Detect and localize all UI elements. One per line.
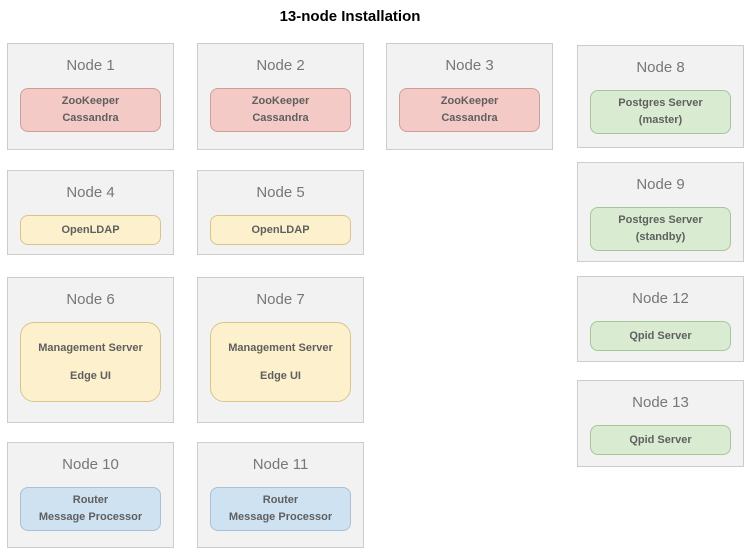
node-6: Node 6 Management Server Edge UI [7, 277, 174, 423]
node-13-services: Qpid Server [590, 425, 731, 455]
node-12-title: Node 12 [632, 290, 689, 307]
service-label: Qpid Server [629, 329, 692, 342]
diagram-title: 13-node Installation [279, 8, 421, 25]
node-8-title: Node 8 [636, 59, 685, 76]
node-9-services: Postgres Server (standby) [590, 207, 731, 251]
service-label: OpenLDAP [251, 223, 310, 236]
node-9-title: Node 9 [636, 176, 685, 193]
service-label: Qpid Server [629, 433, 692, 446]
service-label: ZooKeeper [61, 95, 120, 107]
service-label: Edge UI [70, 370, 111, 382]
node-10-title: Node 10 [62, 456, 119, 473]
node-3-services: ZooKeeper Cassandra [399, 88, 540, 132]
node-2: Node 2 ZooKeeper Cassandra [197, 43, 364, 150]
service-label: Message Processor [228, 511, 333, 523]
node-1-title: Node 1 [66, 57, 115, 74]
node-4-services: OpenLDAP [20, 215, 161, 245]
service-label: Router [72, 494, 109, 506]
node-10-services: Router Message Processor [20, 487, 161, 531]
node-2-services: ZooKeeper Cassandra [210, 88, 351, 132]
node-7-services: Management Server Edge UI [210, 322, 351, 402]
service-label: ZooKeeper [251, 95, 310, 107]
node-1-services: ZooKeeper Cassandra [20, 88, 161, 132]
node-7-title: Node 7 [256, 291, 305, 308]
service-label: (standby) [635, 231, 686, 243]
node-11-title: Node 11 [252, 456, 309, 473]
node-6-services: Management Server Edge UI [20, 322, 161, 402]
node-2-title: Node 2 [256, 57, 305, 74]
service-label: Postgres Server [618, 97, 703, 109]
service-label: Postgres Server [618, 214, 703, 226]
service-label: Edge UI [260, 370, 301, 382]
service-label: Cassandra [252, 112, 309, 124]
node-1: Node 1 ZooKeeper Cassandra [7, 43, 174, 150]
node-4: Node 4 OpenLDAP [7, 170, 174, 255]
service-label: Management Server [228, 342, 333, 354]
node-5-services: OpenLDAP [210, 215, 351, 245]
service-label: OpenLDAP [61, 223, 120, 236]
node-8-services: Postgres Server (master) [590, 90, 731, 134]
node-3-title: Node 3 [445, 57, 494, 74]
node-13-title: Node 13 [632, 394, 689, 411]
node-13: Node 13 Qpid Server [577, 380, 744, 467]
node-5: Node 5 OpenLDAP [197, 170, 364, 255]
node-5-title: Node 5 [256, 184, 305, 201]
node-3: Node 3 ZooKeeper Cassandra [386, 43, 553, 150]
service-label: Router [262, 494, 299, 506]
node-10: Node 10 Router Message Processor [7, 442, 174, 548]
node-7: Node 7 Management Server Edge UI [197, 277, 364, 423]
service-label: Cassandra [62, 112, 119, 124]
node-11-services: Router Message Processor [210, 487, 351, 531]
node-12: Node 12 Qpid Server [577, 276, 744, 362]
node-8: Node 8 Postgres Server (master) [577, 45, 744, 148]
node-11: Node 11 Router Message Processor [197, 442, 364, 548]
node-4-title: Node 4 [66, 184, 115, 201]
node-12-services: Qpid Server [590, 321, 731, 351]
service-label: Message Processor [38, 511, 143, 523]
node-6-title: Node 6 [66, 291, 115, 308]
service-label: Cassandra [441, 112, 498, 124]
service-label: ZooKeeper [440, 95, 499, 107]
service-label: (master) [638, 114, 683, 126]
node-9: Node 9 Postgres Server (standby) [577, 162, 744, 262]
service-label: Management Server [38, 342, 143, 354]
